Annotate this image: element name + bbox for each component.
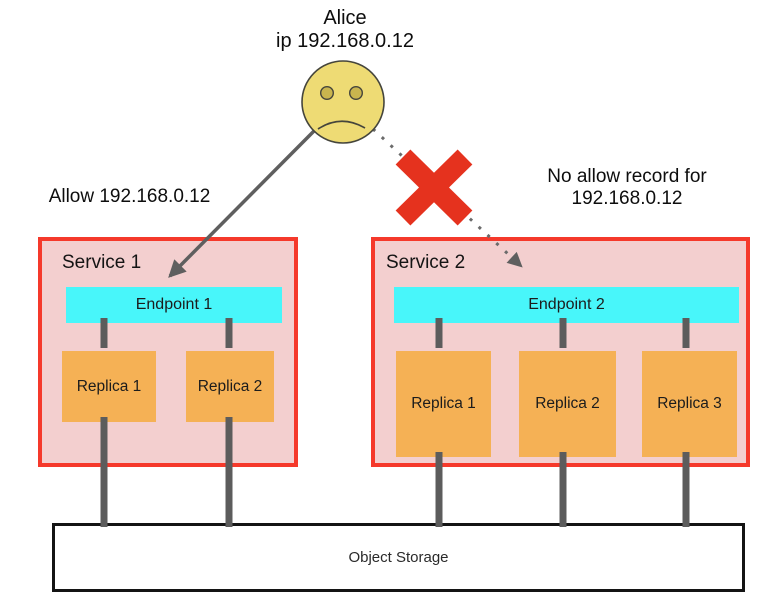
actor-ip: ip 192.168.0.12 [276,30,414,52]
object-storage-box: Object Storage [52,523,745,592]
service-1-replica-1: Replica 1 [62,351,156,422]
endpoint-2-bar: Endpoint 2 [394,287,739,323]
service-2-title: Service 2 [386,252,466,273]
allow-rule-label: Allow 192.168.0.12 [48,186,211,207]
service-2-replica-3: Replica 3 [642,351,737,457]
actor-label: Alice ip 192.168.0.12 [270,7,420,53]
service-2-box: Service 2 Endpoint 2 Replica 1 Replica 2… [371,237,750,467]
deny-rule-label: No allow record for 192.168.0.12 [518,166,736,210]
left-eye [320,85,335,100]
service-1-replica-2: Replica 2 [186,351,274,422]
deny-rule-line2: 192.168.0.12 [571,188,683,209]
service-1-box: Service 1 Endpoint 1 Replica 1 Replica 2 [38,237,298,467]
service-1-title: Service 1 [62,252,142,273]
sad-face-icon [301,60,385,144]
deny-rule-line1: No allow record for [547,166,707,187]
endpoint-1-bar: Endpoint 1 [66,287,282,323]
actor-name: Alice [323,7,367,29]
right-eye [349,85,364,100]
deny-x-icon [395,149,473,226]
service-2-replica-1: Replica 1 [396,351,491,457]
service-2-replica-2: Replica 2 [519,351,616,457]
frown-mouth [317,120,366,130]
